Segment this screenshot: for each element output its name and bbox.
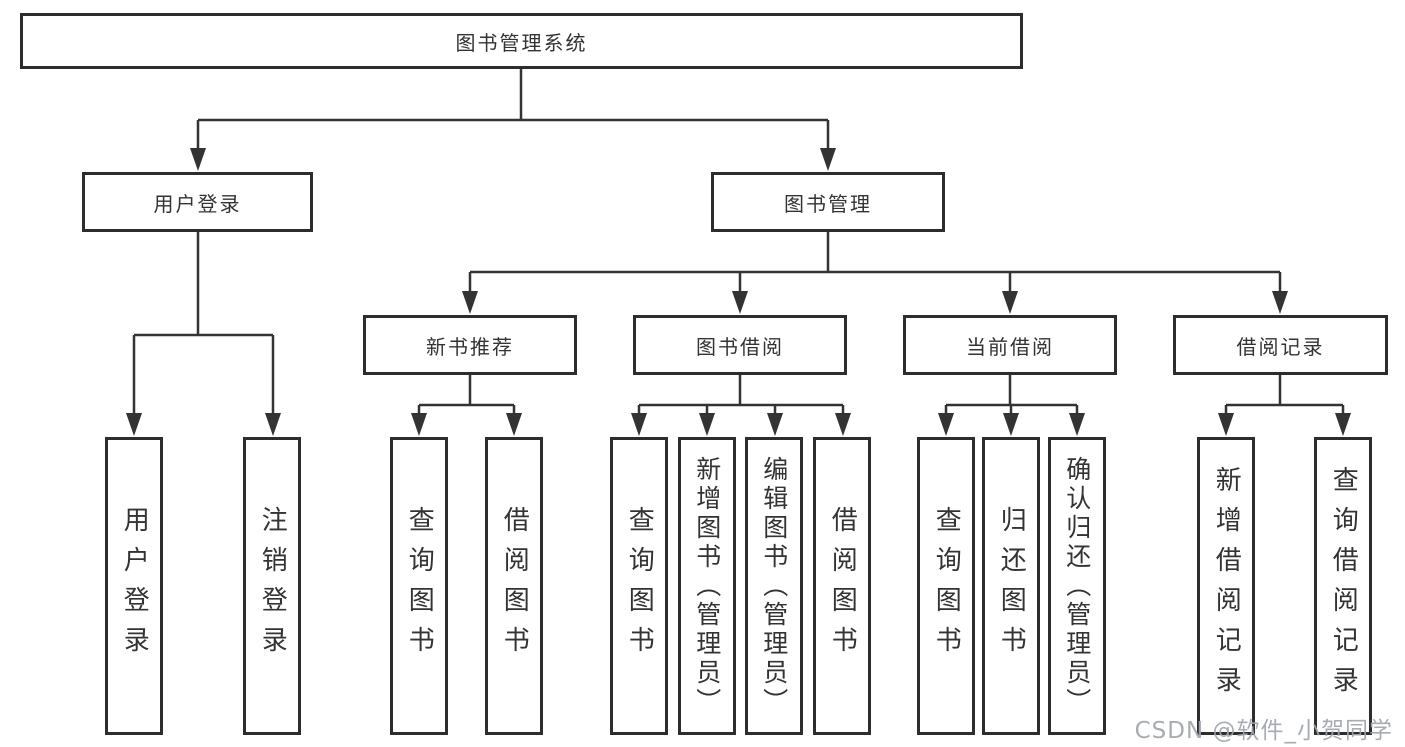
node-label: 新书推荐 <box>426 334 514 359</box>
node-borrow-records: 借阅记录 <box>1173 315 1388 375</box>
node-label: 借阅记录 <box>1236 334 1325 359</box>
leaf-label: 查询借阅记录 <box>1328 466 1359 706</box>
leaf-user-login: 用户登录 <box>105 437 163 735</box>
leaf-label: 用户登录 <box>119 506 150 666</box>
node-new-book-recommend: 新书推荐 <box>363 315 577 375</box>
node-book-borrow: 图书借阅 <box>633 315 847 375</box>
leaf-label: 新增图书（管理员） <box>692 455 722 717</box>
leaf-borrow-books-recommend: 借阅图书 <box>485 437 543 735</box>
node-label: 当前借阅 <box>966 334 1054 359</box>
node-label: 图书借阅 <box>696 334 784 359</box>
leaf-query-books-recommend: 查询图书 <box>390 437 448 735</box>
leaf-edit-book-admin: 编辑图书（管理员） <box>745 437 803 735</box>
leaf-query-borrow-record: 查询借阅记录 <box>1314 437 1372 735</box>
node-user-login: 用户登录 <box>82 172 313 232</box>
leaf-label: 查询图书 <box>404 506 435 666</box>
leaf-label: 归还图书 <box>996 506 1027 666</box>
leaf-label: 编辑图书（管理员） <box>759 455 789 717</box>
node-current-borrow: 当前借阅 <box>903 315 1117 375</box>
watermark: CSDN @软件_小贺同学 <box>1134 718 1393 744</box>
node-label: 图书管理系统 <box>455 30 588 55</box>
leaf-borrow-books-module: 借阅图书 <box>813 437 871 735</box>
node-book-management: 图书管理 <box>711 172 945 232</box>
arrowhead-icons <box>126 148 1351 436</box>
leaf-label: 查询图书 <box>931 506 962 666</box>
leaf-label: 注销登录 <box>257 506 288 666</box>
leaf-query-books-borrow: 查询图书 <box>610 437 668 735</box>
leaf-label: 借阅图书 <box>499 506 530 666</box>
leaf-return-book: 归还图书 <box>982 437 1040 735</box>
leaf-add-borrow-record: 新增借阅记录 <box>1197 437 1255 735</box>
leaf-label: 借阅图书 <box>827 506 858 666</box>
node-label: 用户登录 <box>153 191 242 216</box>
node-library-system: 图书管理系统 <box>20 13 1023 69</box>
leaf-label: 查询图书 <box>624 506 655 666</box>
leaf-query-books-current: 查询图书 <box>917 437 975 735</box>
leaf-add-book-admin: 新增图书（管理员） <box>678 437 736 735</box>
leaf-label: 新增借阅记录 <box>1211 466 1242 706</box>
leaf-logout: 注销登录 <box>243 437 301 735</box>
node-label: 图书管理 <box>784 191 872 216</box>
connector-path <box>132 69 1345 417</box>
leaf-confirm-return-admin: 确认归还（管理员） <box>1048 437 1106 735</box>
leaf-label: 确认归还（管理员） <box>1062 455 1092 717</box>
